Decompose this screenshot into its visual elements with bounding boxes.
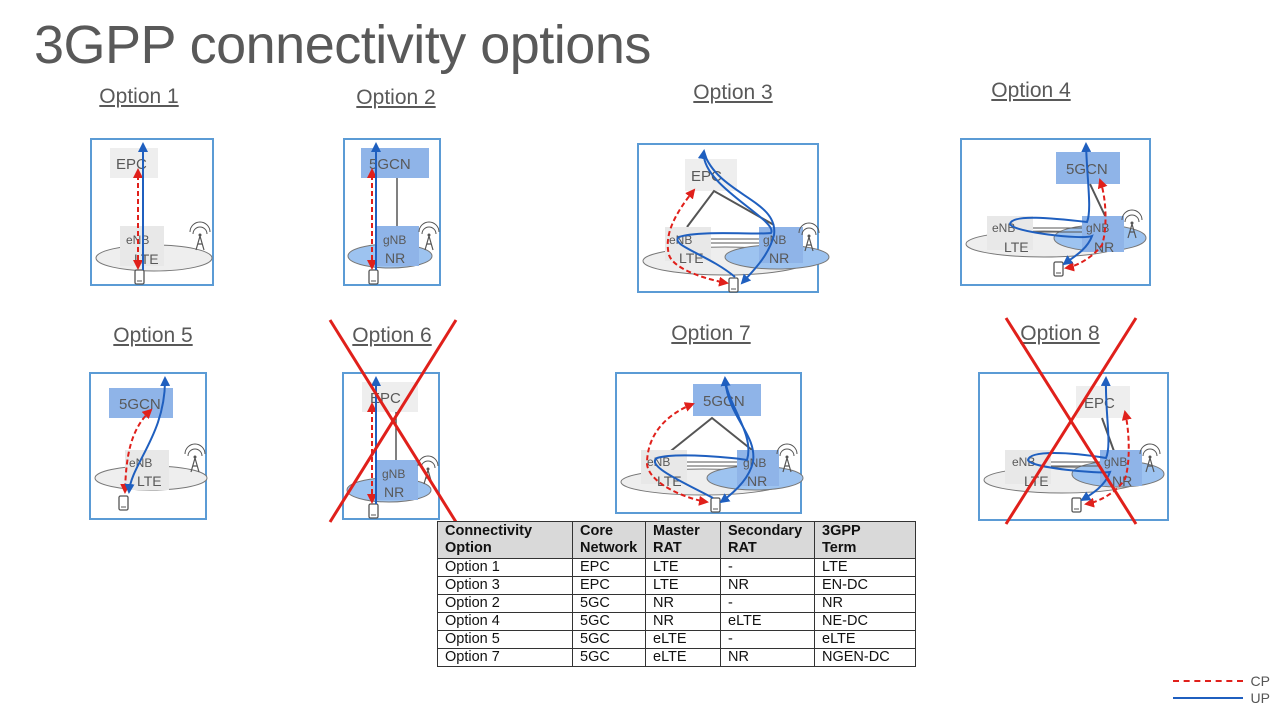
- table-cell: LTE: [814, 558, 916, 577]
- svg-text:NR: NR: [769, 250, 789, 266]
- table-cell: eLTE: [720, 612, 815, 631]
- table-cell: Option 4: [437, 612, 573, 631]
- table-cell: NE-DC: [814, 612, 916, 631]
- table-cell: Option 5: [437, 630, 573, 649]
- option-5-diagram: 5GCN eNB LTE: [89, 372, 208, 520]
- area-label: NR: [385, 250, 405, 266]
- option-4-label: Option 4: [991, 79, 1071, 102]
- svg-text:eNB: eNB: [992, 221, 1015, 235]
- table-cell: LTE: [645, 576, 721, 595]
- table-cell: Option 7: [437, 648, 573, 667]
- cp-line-swatch: [1172, 680, 1243, 682]
- table-cell: LTE: [645, 558, 721, 577]
- table-cell: 5GC: [572, 612, 646, 631]
- svg-text:NR: NR: [384, 484, 404, 500]
- svg-text:NR: NR: [747, 473, 767, 489]
- svg-text:gNB: gNB: [743, 456, 766, 470]
- table-cell: eLTE: [645, 630, 721, 649]
- option-2-diagram: 5GCN gNB NR: [343, 138, 441, 286]
- table-cell: -: [720, 630, 815, 649]
- svg-text:eNB: eNB: [647, 455, 670, 469]
- option-7-label: Option 7: [671, 322, 751, 345]
- option-4-diagram: 5GCN eNB LTE gNB NR: [960, 138, 1151, 286]
- option-2-label: Option 2: [356, 86, 436, 109]
- svg-text:LTE: LTE: [679, 250, 704, 266]
- table-cell: 5GC: [572, 648, 646, 667]
- table-cell: Option 2: [437, 594, 573, 613]
- antenna-icon: [418, 221, 440, 251]
- svg-text:gNB: gNB: [763, 233, 786, 247]
- table-cell: eLTE: [645, 648, 721, 667]
- option-6-cross-out-icon: [328, 319, 458, 523]
- svg-text:EPC: EPC: [691, 168, 722, 185]
- table-cell: NGEN-DC: [814, 648, 916, 667]
- svg-text:5GCN: 5GCN: [119, 396, 161, 413]
- table-cell: Option 3: [437, 576, 573, 595]
- option-3-label: Option 3: [693, 81, 773, 104]
- table-cell: NR: [645, 612, 721, 631]
- table-cell: EPC: [572, 558, 646, 577]
- legend-cp: CP: [1172, 673, 1270, 689]
- option-1-label: Option 1: [99, 85, 179, 108]
- table-cell: 5GC: [572, 594, 646, 613]
- option-8-label: Option 8: [1020, 322, 1100, 345]
- table-cell: NR: [720, 648, 815, 667]
- option-6-label: Option 6: [352, 324, 432, 347]
- legend-up: UP: [1172, 690, 1270, 706]
- table-cell: -: [720, 558, 815, 577]
- svg-text:5GCN: 5GCN: [703, 393, 745, 410]
- legend-cp-label: CP: [1250, 673, 1270, 689]
- option-3-diagram: EPC eNB LTE gNB NR: [637, 143, 830, 293]
- table-cell: Option 1: [437, 558, 573, 577]
- up-line-swatch: [1172, 697, 1243, 699]
- table-cell: NR: [720, 576, 815, 595]
- option-1-diagram: EPC eNB LTE: [90, 138, 214, 286]
- svg-text:LTE: LTE: [137, 473, 162, 489]
- option-5-label: Option 5: [113, 324, 193, 347]
- table-cell: eLTE: [814, 630, 916, 649]
- antenna-icon: [189, 221, 211, 251]
- phone-icon: [368, 269, 379, 285]
- svg-text:gNB: gNB: [382, 467, 405, 481]
- option-7-diagram: 5GCN eNB LTE gNB NR: [615, 372, 804, 514]
- phone-icon: [134, 269, 145, 285]
- legend-up-label: UP: [1250, 690, 1270, 706]
- table-cell: -: [720, 594, 815, 613]
- ran-label: gNB: [383, 233, 406, 247]
- table-cell: NR: [814, 594, 916, 613]
- core-label: 5GCN: [369, 156, 411, 173]
- table-cell: EPC: [572, 576, 646, 595]
- slide-title: 3GPP connectivity options: [34, 15, 651, 75]
- svg-text:NR: NR: [1094, 239, 1114, 255]
- svg-text:LTE: LTE: [1004, 239, 1029, 255]
- option-8-cross-out-icon: [1004, 317, 1138, 525]
- table-cell: EN-DC: [814, 576, 916, 595]
- table-cell: 5GC: [572, 630, 646, 649]
- table-cell: NR: [645, 594, 721, 613]
